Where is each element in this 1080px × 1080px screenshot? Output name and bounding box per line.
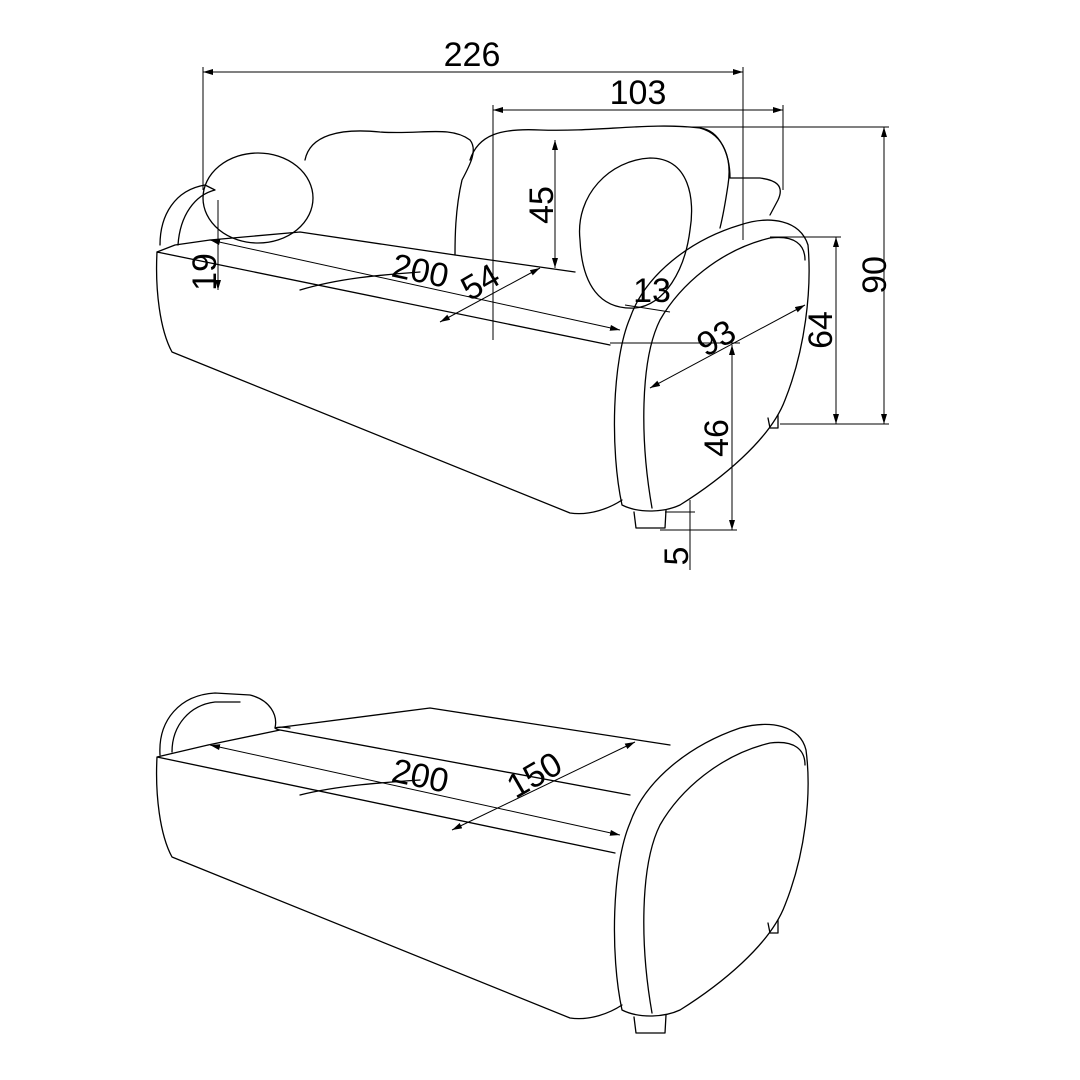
arm-left [159,184,216,246]
label-seat-width: 200 [389,247,452,296]
label-depth: 103 [610,74,667,112]
label-bed-width: 150 [500,745,568,806]
leg [633,1014,667,1034]
arm-left [159,692,277,756]
leg [633,509,667,529]
label-seat-height: 46 [698,419,736,457]
sofa-bed-drawing: 200 150 [155,692,809,1034]
dimension-labels: 226 103 90 64 45 19 200 54 13 93 46 5 [186,36,894,565]
label-seat-depth: 54 [455,257,507,309]
sofa-closed-drawing [155,125,810,529]
back-cushion-right [469,125,730,229]
label-bed-length: 200 [389,752,452,801]
label-armrest-depth: 93 [691,313,743,365]
arm-right [613,219,810,512]
pillow-left [202,152,314,244]
label-overall-height: 90 [856,256,894,294]
label-armrest-height: 64 [802,311,840,349]
label-overall-width: 226 [444,36,501,74]
sofa-body [155,251,623,515]
arm-right [613,723,809,1017]
label-armrest-width: 13 [633,272,671,310]
label-leg-height: 5 [658,547,696,566]
label-armrest-top-height: 19 [186,253,224,291]
label-backrest-height: 45 [523,186,561,224]
back-cushion-left [304,130,474,256]
dimension-lines [202,67,889,570]
